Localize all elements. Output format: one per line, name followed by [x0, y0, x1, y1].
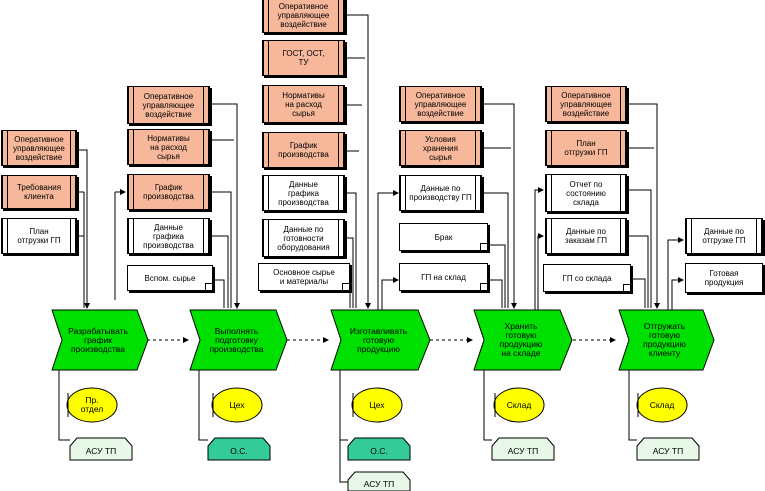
material-label: ГП на склад: [421, 272, 466, 282]
org-unit-label: Склад: [506, 399, 532, 410]
control-box: ГОСТ, ОСТ, ТУ: [262, 40, 345, 76]
control-box: Оперативное управляющее воздействие: [262, 0, 345, 33]
control-box: Оперативное управляющее воздействие: [399, 86, 482, 122]
control-box: График производства: [262, 132, 345, 168]
material-box: Готовая продукция: [685, 263, 763, 293]
document-box: Данные графика производства: [262, 175, 345, 211]
function-label: Выполнять подготовку производства: [209, 325, 264, 354]
control-box: Требования клиента: [1, 175, 77, 209]
system-label: АСУ ТП: [507, 446, 539, 456]
system-label: АСУ ТП: [85, 446, 117, 456]
control-box: Оперативное управляющее воздействие: [545, 86, 627, 122]
document-box: Данные графика производства: [127, 218, 210, 254]
material-box: Основное сырье и материалы: [258, 263, 350, 291]
document-box: План отгрузки ГП: [1, 218, 77, 254]
system-label: О.С.: [370, 446, 388, 456]
control-box: Нормативы на расход сырья: [127, 129, 210, 165]
org-unit-label: Склад: [649, 399, 675, 410]
material-label: Брак: [434, 232, 453, 242]
document-box: Отчет по состоянию склада: [545, 174, 627, 212]
org-unit-label: Цех: [229, 399, 245, 410]
function-label: Отгружать готовую продукцию клиенту: [643, 321, 686, 358]
control-box: Нормативы на расход сырья: [262, 85, 345, 123]
document-box: Данные по производству ГП: [399, 175, 482, 211]
system-label: АСУ ТП: [363, 478, 395, 489]
material-label: Основное сырье и материалы: [273, 268, 335, 286]
material-box: ГП на склад: [399, 263, 488, 291]
system-label: О.С.: [230, 446, 248, 456]
material-label: ГП со склада: [562, 273, 612, 283]
document-box: Данные по отгрузке ГП: [685, 218, 763, 254]
function-label: Изготавливать готовую продукцию: [349, 325, 408, 354]
function-chevron: [51, 309, 149, 371]
control-box: Оперативное управляющее воздействие: [1, 130, 77, 166]
control-box: Условия хранения сырья: [399, 130, 482, 166]
material-label: Вспом. сырье: [144, 273, 196, 283]
function-chevron: [618, 309, 715, 371]
system-label: АСУ ТП: [652, 446, 684, 456]
function-chevron: [189, 309, 288, 371]
document-box: Данные по готовности оборудования: [262, 219, 345, 257]
document-box: Данные по заказам ГП: [545, 218, 627, 254]
function-chevron: [473, 309, 573, 371]
control-box: Оперативное управляющее воздействие: [127, 86, 210, 124]
function-label: Хранить готовую продукцию на складе: [499, 321, 543, 358]
org-unit-label: Пр. отдел: [80, 395, 104, 414]
control-box: График производства: [127, 174, 210, 210]
material-box: ГП со склада: [543, 264, 631, 292]
control-box: План отгрузки ГП: [545, 130, 627, 166]
org-unit-label: Цех: [369, 399, 385, 410]
function-label: Разрабатывать график производства: [68, 325, 128, 354]
material-box: Вспом. сырье: [127, 265, 213, 291]
function-chevron: [330, 309, 431, 371]
material-box: Брак: [399, 223, 488, 251]
